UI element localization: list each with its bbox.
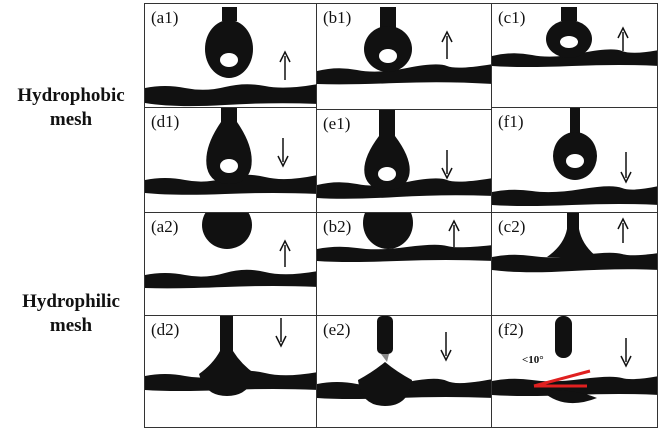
droplet-image [145, 316, 316, 396]
panel-e2: (e2) [316, 315, 492, 428]
panel-d1: (d1) [144, 107, 317, 213]
row-label-line1: Hydrophobic [17, 85, 125, 106]
arrow-up-icon [279, 239, 291, 267]
panel-d2: (d2) [144, 315, 317, 428]
arrow-up-icon [617, 217, 629, 243]
row-label-hydrophobic: Hydrophobic mesh [0, 84, 142, 132]
arrow-down-icon [620, 338, 632, 368]
panel-label: (c1) [498, 8, 526, 27]
droplet-image [317, 7, 491, 85]
panel-a1: (a1) [144, 3, 317, 108]
angle-lines [533, 369, 591, 388]
contact-angle-label: <10° [522, 354, 544, 366]
arrow-down-icon [275, 318, 287, 348]
droplet-image [317, 110, 491, 199]
arrow-down-icon [440, 332, 452, 362]
panel-c2: (c2) [491, 212, 658, 316]
panel-e1: (e1) [316, 109, 492, 213]
droplet-image [492, 108, 657, 206]
arrow-down-icon [620, 152, 632, 184]
row-label-line1: Hydrophilic [22, 291, 120, 312]
panel-label: (f1) [498, 112, 524, 131]
panel-c1: (c1) [491, 3, 658, 108]
droplet-image [317, 213, 491, 262]
panel-label: (b2) [323, 217, 352, 236]
droplet-image [492, 213, 657, 273]
row-label-line2: mesh [49, 109, 93, 130]
panel-label: (a1) [151, 8, 179, 27]
panel-label: (c2) [498, 217, 526, 236]
arrow-up-icon [448, 219, 460, 247]
panel-label: (a2) [151, 217, 179, 236]
panel-label: (d2) [151, 320, 180, 339]
panel-f1: (f1) [491, 107, 658, 213]
arrow-up-icon [441, 30, 453, 59]
panel-a2: (a2) [144, 212, 317, 316]
arrow-down-icon [441, 150, 453, 180]
droplet-image [145, 7, 316, 107]
droplet-image [492, 316, 657, 404]
panel-label: (b1) [323, 8, 352, 27]
panel-label: (f2) [498, 320, 524, 339]
droplet-image [145, 108, 316, 195]
panel-b1: (b1) [316, 3, 492, 110]
row-label-hydrophilic: Hydrophilic mesh [0, 290, 142, 338]
droplet-image [145, 213, 316, 289]
panel-label: (d1) [151, 112, 180, 131]
arrow-down-icon [277, 138, 289, 168]
panel-label: (e1) [323, 114, 351, 133]
arrow-up-icon [617, 26, 629, 51]
row-label-line2: mesh [49, 315, 93, 336]
arrow-up-icon [279, 50, 291, 80]
droplet-image [317, 316, 491, 406]
panel-f2: (f2) <10° [491, 315, 658, 428]
droplet-image [492, 7, 657, 67]
panel-label: (e2) [323, 320, 351, 339]
panel-b2: (b2) [316, 212, 492, 316]
